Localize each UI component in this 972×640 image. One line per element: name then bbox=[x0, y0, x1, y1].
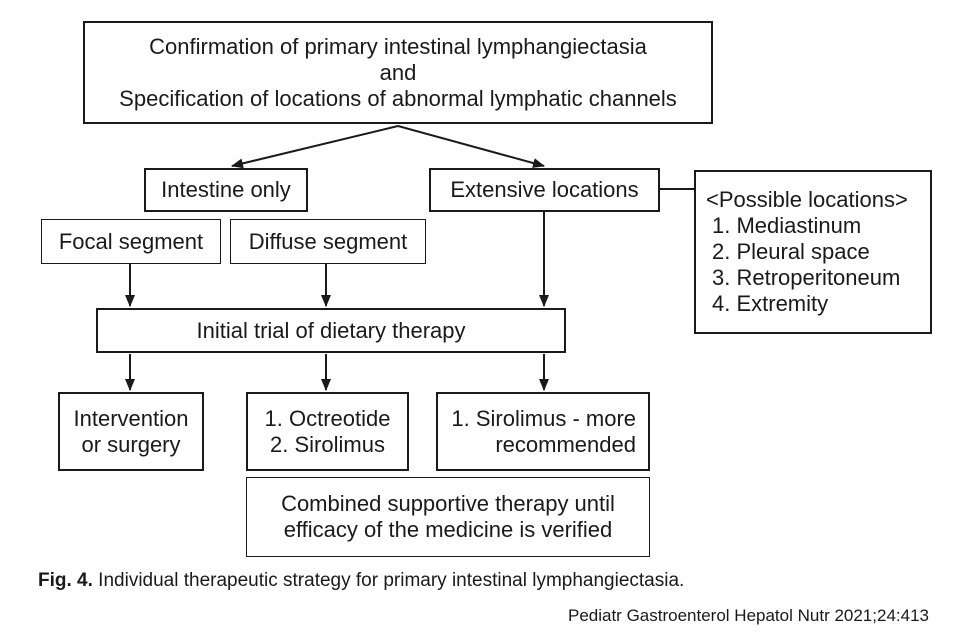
medication-line-1: 1. Octreotide bbox=[264, 405, 391, 431]
intervention-box: Intervention or surgery bbox=[58, 392, 204, 471]
possible-location-item: 2. Pleural space bbox=[712, 239, 870, 264]
intestine-only-box: Intestine only bbox=[144, 168, 308, 212]
sirolimus-line-2: recommended bbox=[495, 431, 636, 457]
intervention-line-1: Intervention bbox=[73, 405, 189, 431]
dietary-therapy-box: Initial trial of dietary therapy bbox=[96, 308, 566, 353]
sirolimus-box: 1. Sirolimus - more recommended bbox=[436, 392, 650, 471]
arrow-top-to-intestine bbox=[231, 125, 399, 169]
possible-locations-title: <Possible locations> bbox=[706, 187, 908, 212]
extensive-locations-box: Extensive locations bbox=[429, 168, 660, 212]
confirmation-line-1: Confirmation of primary intestinal lymph… bbox=[149, 33, 647, 59]
confirmation-line-3: Specification of locations of abnormal l… bbox=[119, 85, 677, 111]
focal-segment-label: Focal segment bbox=[58, 228, 204, 254]
confirmation-line-2: and bbox=[379, 59, 417, 85]
diffuse-segment-label: Diffuse segment bbox=[248, 228, 408, 254]
figure-label: Fig. 4. bbox=[38, 570, 93, 591]
journal-citation: Pediatr Gastroenterol Hepatol Nutr 2021;… bbox=[567, 606, 929, 625]
sirolimus-line-1: 1. Sirolimus - more bbox=[451, 405, 636, 431]
focal-segment-box: Focal segment bbox=[41, 219, 221, 264]
confirmation-box: Confirmation of primary intestinal lymph… bbox=[83, 21, 713, 124]
diffuse-segment-box: Diffuse segment bbox=[230, 219, 426, 264]
figure-caption: Fig. 4. Individual therapeutic strategy … bbox=[38, 570, 684, 592]
dietary-therapy-label: Initial trial of dietary therapy bbox=[196, 317, 466, 343]
arrow-top-to-extensive bbox=[397, 125, 545, 168]
possible-locations-box: <Possible locations> 1. Mediastinum 2. P… bbox=[694, 170, 932, 334]
figure-caption-text: Individual therapeutic strategy for prim… bbox=[92, 570, 685, 591]
possible-location-item: 3. Retroperitoneum bbox=[712, 265, 901, 290]
possible-location-item: 4. Extremity bbox=[712, 291, 829, 316]
medication-box: 1. Octreotide 2. Sirolimus bbox=[246, 392, 409, 471]
supportive-line-2: efficacy of the medicine is verified bbox=[283, 517, 613, 542]
medication-line-2: 2. Sirolimus bbox=[270, 431, 385, 457]
intestine-only-label: Intestine only bbox=[161, 177, 291, 202]
supportive-line-1: Combined supportive therapy until bbox=[281, 491, 615, 516]
extensive-locations-label: Extensive locations bbox=[450, 177, 639, 202]
possible-location-item: 1. Mediastinum bbox=[712, 213, 862, 238]
intervention-line-2: or surgery bbox=[81, 431, 181, 457]
supportive-therapy-box: Combined supportive therapy until effica… bbox=[246, 477, 650, 557]
